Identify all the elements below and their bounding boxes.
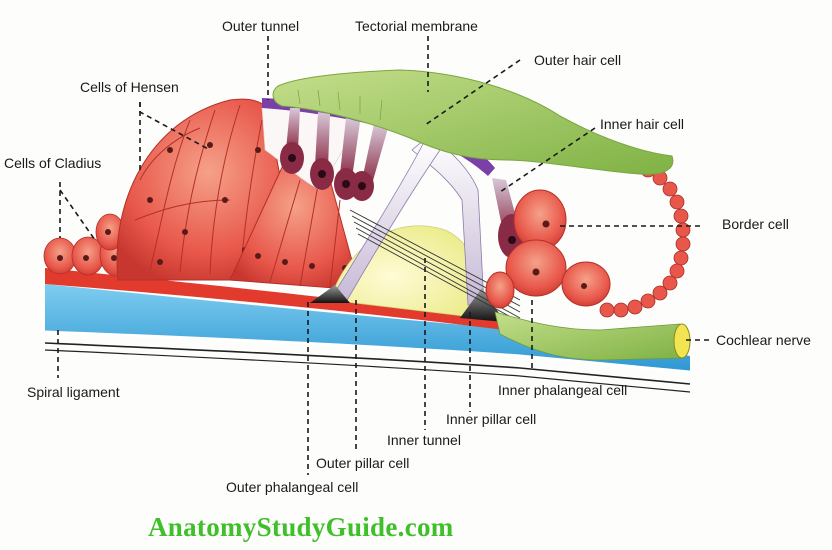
label-border-cell: Border cell bbox=[722, 216, 789, 232]
label-inner-phalangeal-cell: Inner phalangeal cell bbox=[498, 382, 627, 398]
label-outer-tunnel: Outer tunnel bbox=[222, 18, 299, 34]
leader-lines bbox=[57, 36, 710, 475]
cochlear-nerve bbox=[494, 311, 691, 361]
outer-hair-cells bbox=[280, 108, 388, 201]
watermark-text: AnatomyStudyGuide.com bbox=[148, 512, 454, 542]
inner-sulcus-cells bbox=[599, 158, 691, 318]
label-cells-of-hensen: Cells of Hensen bbox=[80, 79, 179, 95]
label-inner-pillar-cell: Inner pillar cell bbox=[446, 411, 536, 427]
border-cells bbox=[485, 189, 611, 309]
label-spiral-ligament: Spiral ligament bbox=[27, 384, 120, 400]
basilar-red-layer bbox=[45, 268, 540, 332]
label-cochlear-nerve: Cochlear nerve bbox=[716, 332, 811, 348]
label-inner-tunnel: Inner tunnel bbox=[387, 432, 461, 448]
label-tectorial-membrane: Tectorial membrane bbox=[355, 18, 478, 34]
label-outer-hair-cell: Outer hair cell bbox=[534, 52, 621, 68]
label-outer-pillar-cell: Outer pillar cell bbox=[316, 455, 409, 471]
label-outer-phalangeal-cell: Outer phalangeal cell bbox=[226, 479, 358, 495]
label-cells-of-cladius: Cells of Cladius bbox=[4, 155, 101, 171]
basilar-membrane bbox=[44, 284, 691, 393]
label-inner-hair-cell: Inner hair cell bbox=[600, 116, 684, 132]
